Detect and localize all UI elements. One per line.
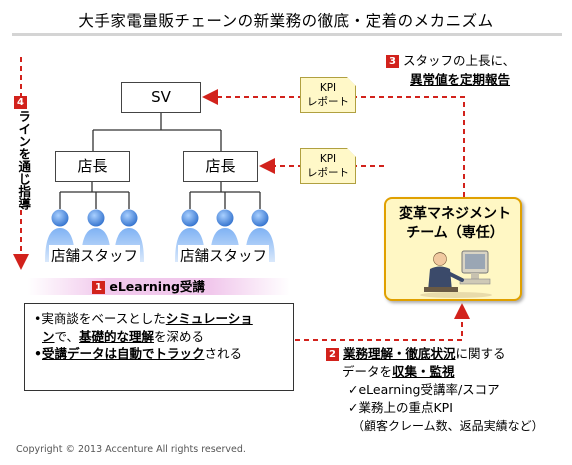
step3-line2: 異常値を定期報告 [410,72,511,87]
step4-badge: 4 [14,96,27,109]
title-divider [12,33,562,36]
store-manager-box: 店長 [55,151,130,182]
step1-label: 1 eLearning受講 [92,278,205,295]
check-item: ✓eLearning受講率/スコア [348,382,500,397]
store-staff-label: 店舗スタッフ [49,245,140,266]
checkmark-icon: ✓ [348,382,359,397]
kpi-note-line: レポート [307,167,349,179]
kpi-note-line: KPI [319,82,337,94]
checkmark-icon: ✓ [348,400,359,415]
step3-report-text: 3 スタッフの上長に、 異常値を定期報告 [386,51,515,89]
store-manager-box: 店長 [183,151,258,182]
step1-badge: 1 [92,281,105,294]
team-member-at-computer-icon [420,250,492,298]
team-title: 変革マネジメント チーム（専任） [399,206,511,241]
store-staff-label: 店舗スタッフ [178,245,269,266]
step4-vertical-text: ラインを通じ指導 [15,110,32,210]
notes-line: •実商談をベースとしたシミュレーショ [34,311,253,326]
step3-badge: 3 [386,55,399,68]
step3-line1: スタッフの上長に、 [402,53,516,68]
check-item: ✓業務上の重点KPI [348,400,453,415]
elearning-notes-box: •実商談をベースとしたシミュレーショ ンで、基礎的な理解を深める •受講データは… [24,303,294,391]
check-item-detail: （顧客クレーム数、返品実績など） [352,419,544,433]
notes-line: •受講データは自動でトラックされる [34,346,243,361]
change-management-team-box: 変革マネジメント チーム（専任） [384,197,522,301]
page-title: 大手家電量販チェーンの新業務の徹底・定着のメカニズム [78,12,494,30]
notes-line: ンで、基礎的な理解を深める [42,328,205,344]
kpi-report-note: KPI レポート [300,148,356,184]
step2-badge: 2 [326,348,339,361]
copyright-text: Copyright © 2013 Accenture All rights re… [16,444,246,455]
sv-box: SV [121,82,201,113]
kpi-report-note: KPI レポート [300,77,356,113]
step4-badge-wrap: 4 [14,92,27,111]
kpi-note-line: KPI [319,153,337,165]
kpi-note-line: レポート [307,96,349,108]
step2-monitoring-text: 2 業務理解・徹底状況に関する データを収集・監視 ✓eLearning受講率/… [326,345,544,435]
